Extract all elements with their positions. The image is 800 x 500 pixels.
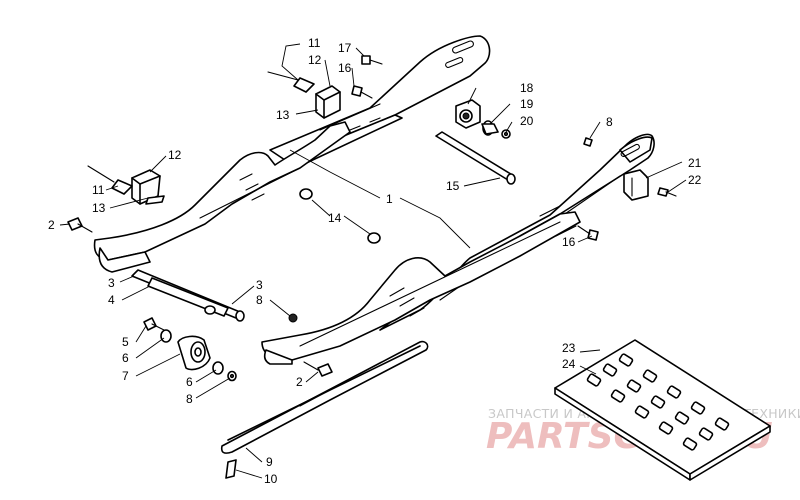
nut-8-front bbox=[288, 313, 298, 323]
slide-wear-strip bbox=[220, 340, 429, 454]
clip-lower bbox=[87, 165, 165, 205]
callout-15: 15 bbox=[446, 179, 460, 193]
leader-lines bbox=[59, 43, 687, 479]
bolt-2-upper bbox=[67, 217, 93, 233]
callout-16-upper: 16 bbox=[338, 61, 352, 75]
washer-lower bbox=[367, 232, 381, 244]
callout-2-lower: 2 bbox=[296, 375, 303, 389]
idler-wheel-7 bbox=[177, 335, 211, 371]
callout-3-right: 3 bbox=[256, 278, 263, 292]
callout-6-lower: 6 bbox=[186, 375, 193, 389]
callout-7: 7 bbox=[122, 369, 129, 383]
bolt-16-upper bbox=[351, 85, 373, 99]
track-belt bbox=[554, 339, 771, 481]
clip-upper bbox=[267, 71, 315, 93]
callout-18: 18 bbox=[520, 81, 534, 95]
callout-11-upper: 11 bbox=[308, 36, 321, 50]
callout-8-idler: 8 bbox=[186, 392, 193, 406]
callout-11-lower: 11 bbox=[92, 183, 105, 197]
callout-17: 17 bbox=[338, 41, 352, 55]
callout-10: 10 bbox=[264, 472, 278, 486]
bolt-5 bbox=[143, 317, 165, 331]
bolt-22 bbox=[657, 187, 677, 197]
track-lugs bbox=[586, 353, 730, 451]
callout-8-front: 8 bbox=[256, 293, 263, 307]
callout-21: 21 bbox=[688, 156, 702, 170]
callout-14: 14 bbox=[328, 211, 342, 225]
bolt-8-rear bbox=[583, 137, 593, 147]
spacer-part-19 bbox=[481, 120, 499, 136]
callout-1: 1 bbox=[386, 192, 393, 206]
callout-labels: 11 12 13 17 16 18 19 20 12 11 13 8 21 22… bbox=[48, 36, 702, 486]
washer-6-lower bbox=[212, 361, 224, 375]
callout-12-upper: 12 bbox=[308, 53, 322, 67]
front-cross-shaft bbox=[131, 269, 245, 322]
nut-part-20 bbox=[501, 129, 511, 139]
callout-9: 9 bbox=[266, 455, 273, 469]
washer-6-upper bbox=[160, 329, 172, 343]
rubber-bumper-block-lower bbox=[131, 169, 161, 205]
callout-2-upper: 2 bbox=[48, 218, 55, 232]
rear-cross-shaft bbox=[435, 131, 516, 185]
nut-8-idler bbox=[227, 370, 237, 382]
callout-22: 22 bbox=[688, 173, 702, 187]
callout-4: 4 bbox=[108, 293, 115, 307]
bolt-17 bbox=[361, 55, 383, 65]
callout-13-lower: 13 bbox=[92, 201, 106, 215]
callout-6-upper: 6 bbox=[122, 351, 129, 365]
rubber-bumper-block-upper bbox=[315, 85, 341, 119]
main-rail-front bbox=[261, 211, 581, 365]
callout-3-left: 3 bbox=[108, 276, 115, 290]
callout-19: 19 bbox=[520, 97, 534, 111]
callout-13-upper: 13 bbox=[276, 108, 290, 122]
callout-23: 23 bbox=[562, 341, 576, 355]
rivet-10 bbox=[225, 459, 237, 479]
callout-24: 24 bbox=[562, 357, 576, 371]
callout-8-rear: 8 bbox=[606, 115, 613, 129]
bracket-part-21 bbox=[623, 169, 649, 201]
left-side-rail bbox=[93, 121, 351, 273]
callout-16-lower: 16 bbox=[562, 235, 576, 249]
bolt-2-lower bbox=[303, 361, 333, 377]
callout-12-lower: 12 bbox=[168, 148, 182, 162]
callout-5: 5 bbox=[122, 335, 129, 349]
washer-upper bbox=[299, 188, 313, 200]
axle-housing-part-18 bbox=[455, 99, 481, 129]
callout-20: 20 bbox=[520, 114, 534, 128]
bolt-16-lower bbox=[577, 225, 599, 241]
